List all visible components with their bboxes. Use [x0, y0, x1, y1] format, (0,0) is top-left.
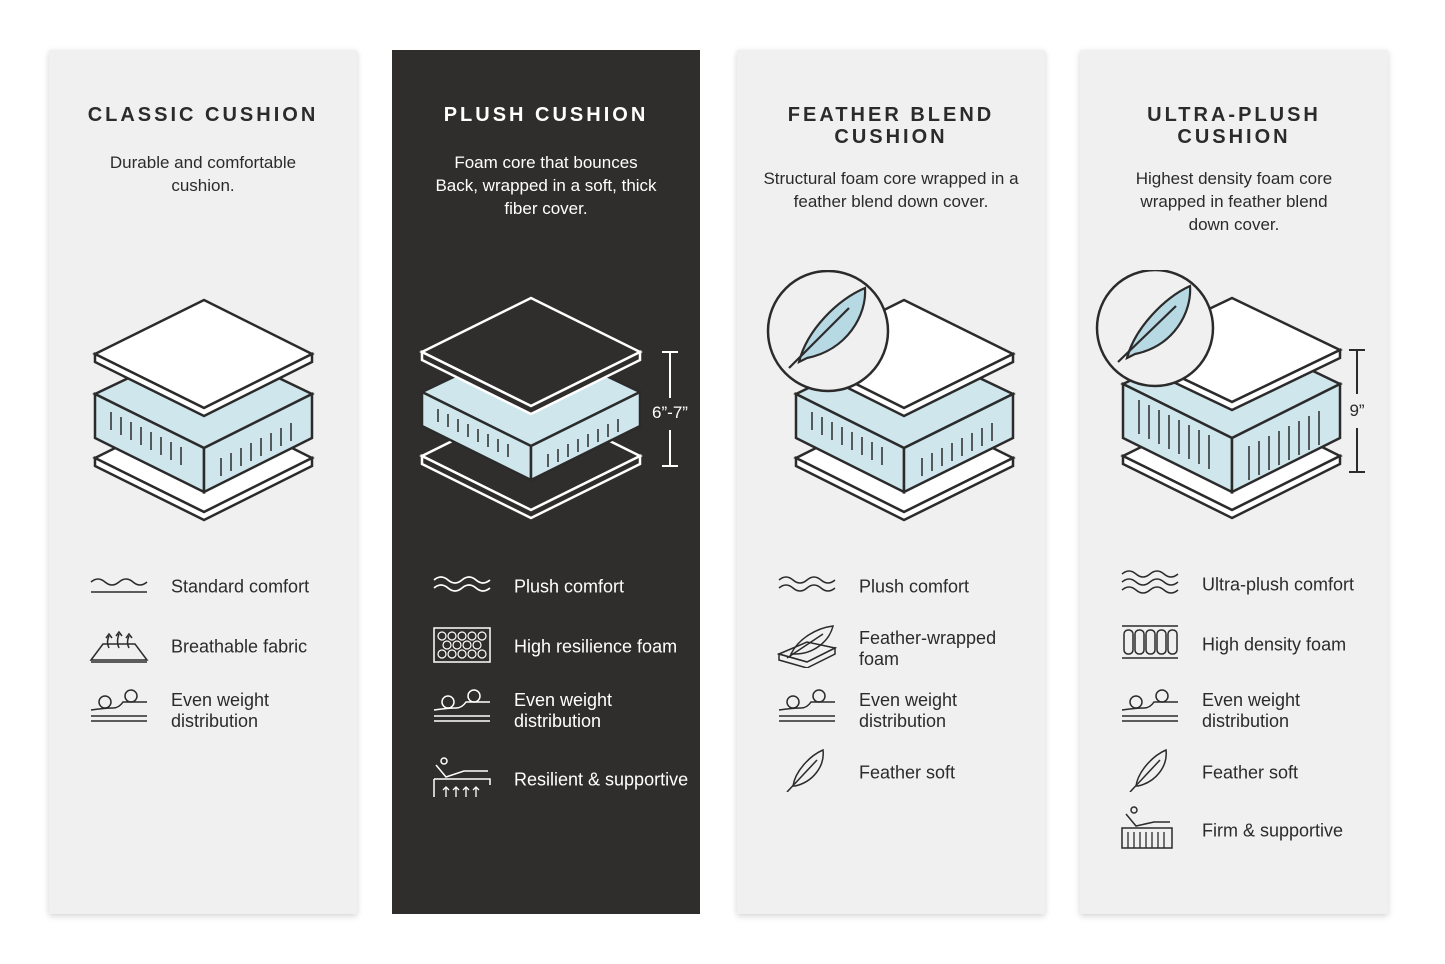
card-description: Foam core that bounces Back, wrapped in …: [435, 153, 657, 218]
resilient-support-icon: [433, 757, 491, 797]
feature-item: Plush comfort: [777, 562, 1037, 612]
feature-item: Firm & supportive: [1120, 806, 1380, 856]
card-title: FEATHER BLEND CUSHION: [787, 104, 995, 148]
feature-label: Ultra-plush comfort: [1202, 574, 1355, 595]
feature-item: Feather soft: [777, 748, 1037, 798]
feature-label: Feather soft: [1202, 762, 1299, 783]
feature-item: High resilience foam: [432, 622, 692, 672]
card-ultra-plush-cushion: ULTRA-PLUSH CUSHION Highest density foam…: [1080, 50, 1388, 914]
feature-item: Resilient & supportive: [432, 755, 692, 805]
feature-label: Even weight distribution: [171, 690, 270, 731]
card-title: ULTRA-PLUSH CUSHION: [1147, 104, 1321, 148]
breathable-fabric-icon: [89, 630, 149, 663]
card-title: PLUSH CUSHION: [443, 104, 649, 126]
weight-distribution-icon: [90, 689, 147, 722]
feature-label: Breathable fabric: [171, 636, 308, 657]
wave-lines-icon: [433, 576, 491, 592]
card-plush-cushion: PLUSH CUSHION Foam core that bounces Bac…: [392, 50, 700, 914]
dimension-label: 6”-7”: [652, 403, 688, 422]
feature-label: Even weight distribution: [1202, 690, 1301, 731]
feature-item: Even weight distribution: [777, 686, 1037, 736]
feature-label: Firm & supportive: [1202, 820, 1344, 841]
feather-badge-icon: [1117, 284, 1192, 363]
feature-label: Even weight distribution: [859, 690, 958, 731]
feature-item: Breathable fabric: [89, 622, 349, 672]
cushion-layers-illustration: 6”-7”: [419, 296, 688, 520]
card-classic-cushion: CLASSIC CUSHION Durable and comfortable …: [49, 50, 357, 914]
cushion-layers-illustration: [92, 298, 315, 522]
feather-badge-icon: [788, 286, 867, 369]
feature-item: Even weight distribution: [432, 686, 692, 736]
feature-label: Feather-wrapped foam: [859, 628, 997, 669]
feature-item: Even weight distribution: [89, 686, 349, 736]
feature-label: Standard comfort: [171, 576, 310, 597]
firm-support-icon: [1121, 806, 1173, 849]
feature-item: Plush comfort: [432, 562, 692, 612]
wave-lines-icon: [1121, 570, 1179, 594]
feature-item: Even weight distribution: [1120, 686, 1380, 736]
wave-lines-icon: [90, 578, 148, 593]
high-density-foam-icon: [1122, 625, 1178, 659]
feature-item: High density foam: [1120, 620, 1380, 670]
feather-icon: [1129, 748, 1167, 792]
weight-distribution-icon: [778, 689, 835, 722]
feature-label: Resilient & supportive: [514, 769, 689, 790]
feature-label: Even weight distribution: [514, 690, 613, 731]
feature-label: Plush comfort: [859, 576, 970, 597]
feature-item: Feather soft: [1120, 748, 1380, 798]
cushion-layers-illustration: 9”: [1095, 270, 1365, 520]
cushion-layers-illustration: [766, 270, 1016, 522]
feature-item: Standard comfort: [89, 562, 349, 612]
feature-label: Feather soft: [859, 762, 956, 783]
feature-label: High resilience foam: [514, 636, 678, 657]
card-feather-blend-cushion: FEATHER BLEND CUSHION Structural foam co…: [737, 50, 1045, 914]
weight-distribution-icon: [1121, 689, 1178, 722]
card-description: Structural foam core wrapped in a feathe…: [763, 169, 1019, 211]
card-description: Highest density foam core wrapped in fea…: [1135, 169, 1333, 234]
feather-wrapped-icon: [777, 625, 837, 668]
card-title: CLASSIC CUSHION: [87, 104, 319, 126]
feature-item: Ultra-plush comfort: [1120, 560, 1380, 610]
dimension-label: 9”: [1349, 401, 1364, 420]
honeycomb-foam-icon: [433, 627, 491, 663]
wave-lines-icon: [778, 576, 836, 592]
feature-item: Feather-wrapped foam: [777, 624, 1037, 674]
weight-distribution-icon: [433, 689, 490, 722]
feature-label: Plush comfort: [514, 576, 625, 597]
feature-label: High density foam: [1202, 634, 1347, 655]
card-description: Durable and comfortable cushion.: [109, 153, 297, 195]
feather-icon: [786, 748, 824, 792]
